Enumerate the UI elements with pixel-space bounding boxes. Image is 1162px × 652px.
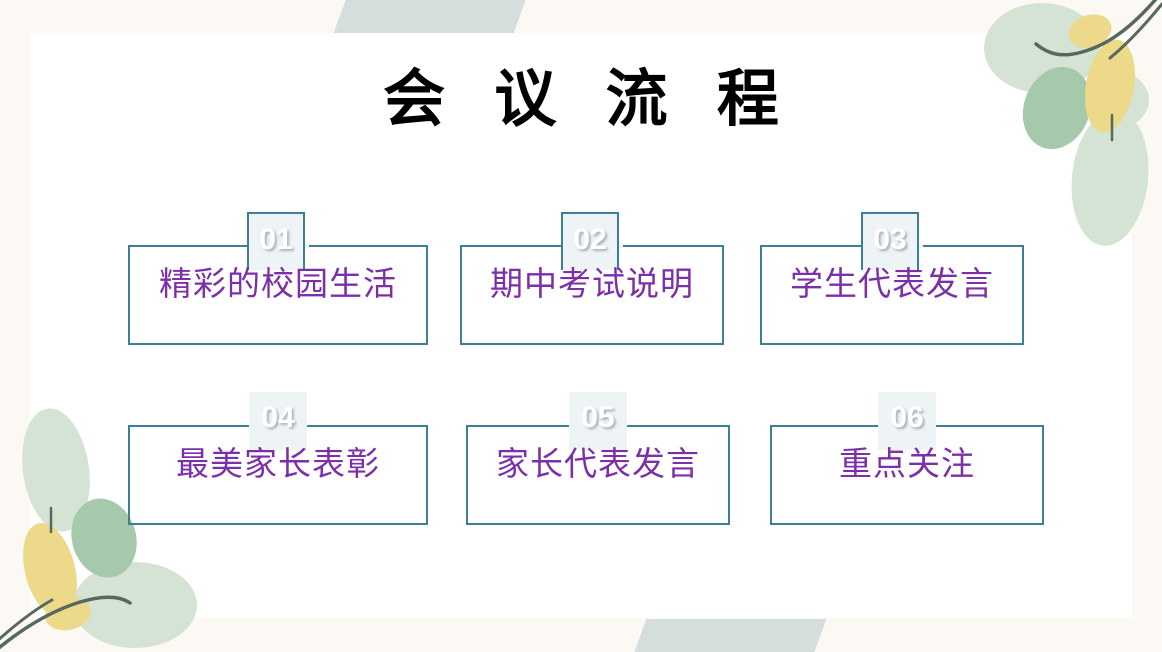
process-item-02[interactable]: 02 期中考试说明 — [460, 212, 724, 345]
process-item-05[interactable]: 05 家长代表发言 — [466, 392, 730, 525]
process-item-06-number: 06 — [878, 392, 936, 450]
process-item-06[interactable]: 06 重点关注 — [770, 392, 1044, 525]
process-item-01-number: 01 — [247, 212, 305, 270]
process-item-04-number: 04 — [249, 392, 307, 450]
process-item-03[interactable]: 03 学生代表发言 — [760, 212, 1024, 345]
page-title: 会 议 流 程 — [383, 65, 795, 134]
process-item-03-label: 学生代表发言 — [790, 265, 994, 302]
process-item-06-label: 重点关注 — [839, 445, 975, 482]
process-item-01-label: 精彩的校园生活 — [159, 265, 397, 302]
process-item-05-label: 家长代表发言 — [496, 445, 700, 482]
process-item-04[interactable]: 04 最美家长表彰 — [128, 392, 428, 525]
process-item-01[interactable]: 01 精彩的校园生活 — [128, 212, 428, 345]
process-item-04-label: 最美家长表彰 — [176, 445, 380, 482]
process-item-02-label: 期中考试说明 — [490, 265, 694, 302]
process-item-03-number: 03 — [861, 212, 919, 270]
process-item-02-number: 02 — [561, 212, 619, 270]
process-item-05-number: 05 — [569, 392, 627, 450]
slide-card — [30, 33, 1132, 618]
